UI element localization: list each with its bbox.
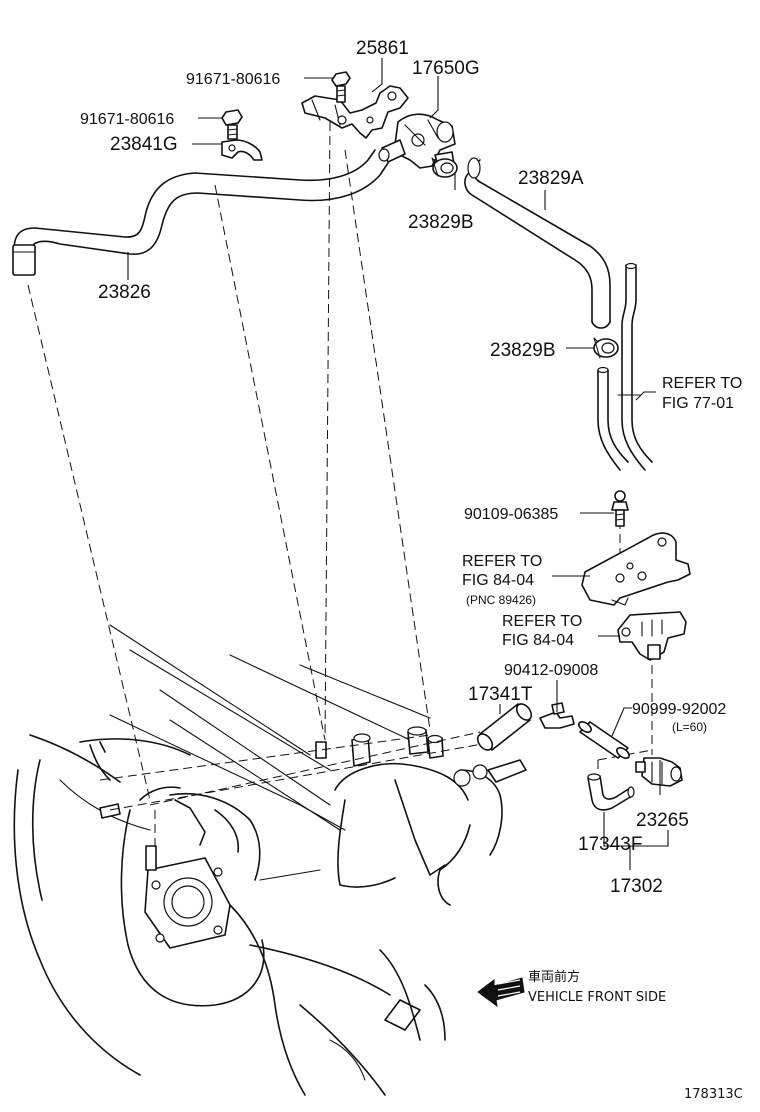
connector-90412 — [539, 702, 575, 729]
label-23841G: 23841G — [110, 134, 178, 155]
label-91671-a: 91671-80616 — [186, 71, 280, 88]
label-17650G: 17650G — [412, 58, 480, 79]
label-23265: 23265 — [636, 810, 689, 831]
hose-17343F — [587, 773, 635, 811]
label-refer-84b-line2: FIG 84-04 — [502, 632, 574, 649]
bolt-91671-a — [331, 71, 351, 103]
pipe-refer-77-01 — [597, 262, 653, 471]
assembly-guide-lines — [27, 121, 653, 852]
label-refer-77-line2: FIG 77-01 — [662, 395, 734, 412]
vsv-23265 — [635, 757, 683, 787]
label-17341T: 17341T — [468, 684, 533, 705]
label-91671-b: 91671-80616 — [80, 111, 174, 128]
vsv-bracket-25861 — [301, 85, 409, 139]
label-refer-84a-pnc: (PNC 89426) — [466, 593, 536, 607]
clip-23829B-mid — [593, 337, 619, 359]
label-23829A: 23829A — [518, 168, 584, 189]
bolt-90109 — [611, 490, 629, 527]
sensor-fig-84-04-b — [617, 611, 687, 661]
label-23829B-mid: 23829B — [490, 340, 556, 361]
label-refer-84b-line1: REFER TO — [502, 613, 582, 630]
label-23829B-top: 23829B — [408, 212, 474, 233]
label-90109: 90109-06385 — [464, 506, 558, 523]
direction-label-jp: 車両前方 — [528, 969, 580, 985]
label-90999: 90999-92002 — [632, 701, 726, 718]
clamp-23841G — [221, 139, 263, 161]
engine-outline — [13, 624, 527, 1096]
label-90999-length: (L=60) — [672, 720, 707, 734]
label-17343F: 17343F — [578, 834, 642, 855]
arrow-left-icon — [477, 977, 525, 1008]
label-17302: 17302 — [610, 876, 663, 897]
callout-labels: 25861 17650G 91671-80616 91671-80616 238… — [80, 38, 742, 897]
figure-code: 178313C — [684, 1087, 743, 1102]
label-25861: 25861 — [356, 38, 409, 59]
hose-23826 — [12, 149, 389, 276]
leader-lines — [127, 58, 669, 870]
hose-90999 — [578, 721, 630, 759]
hose-23829A — [464, 157, 611, 329]
label-90412: 90412-09008 — [504, 662, 598, 679]
label-refer-84a-line1: REFER TO — [462, 553, 542, 570]
label-refer-77-line1: REFER TO — [662, 375, 742, 392]
label-refer-84a-line2: FIG 84-04 — [462, 572, 534, 589]
bolt-91671-b — [221, 109, 243, 140]
label-23826: 23826 — [98, 282, 151, 303]
bracket-fig-84-04-a — [581, 532, 691, 606]
direction-label-en: VEHICLE FRONT SIDE — [528, 990, 666, 1005]
clip-23829B-top — [431, 157, 458, 178]
hose-17341T — [476, 703, 533, 751]
vehicle-front-indicator: 車両前方 VEHICLE FRONT SIDE — [477, 969, 666, 1008]
